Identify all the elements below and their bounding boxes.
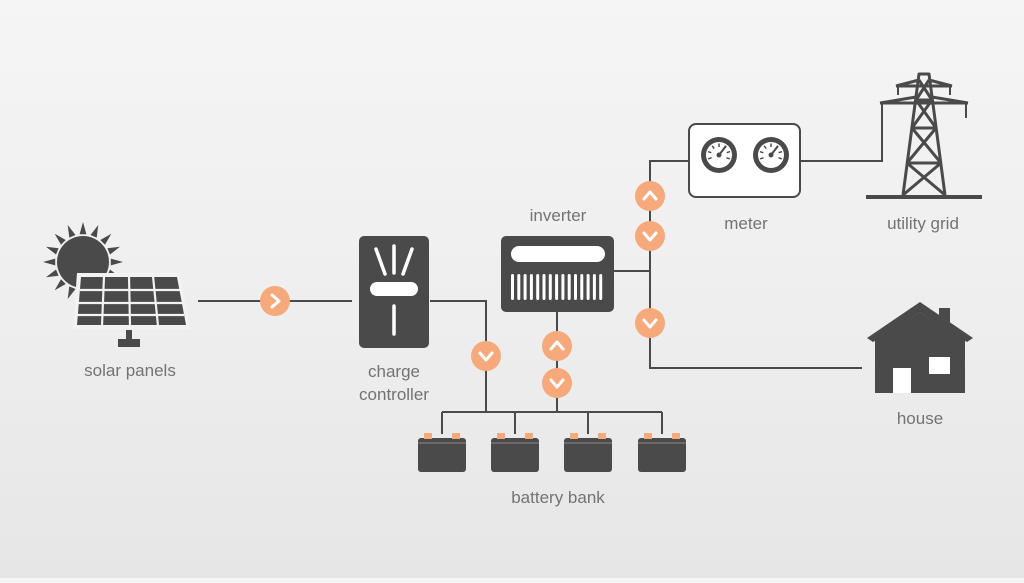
flow-arrow-battery-to-inverter-icon [542,331,572,361]
flow-arrow-inverter-to-battery-icon [542,368,572,398]
battery-bank [418,433,686,472]
house-icon [867,302,973,393]
solar-panel-icon [73,273,190,347]
label-house: house [896,409,944,428]
battery-icon [418,433,466,472]
flow-arrow-to-meter-icon [635,181,665,211]
inverter-icon [501,236,614,312]
label-inverter: inverter [529,206,587,225]
flow-arrow-to-house-icon [635,308,665,338]
power-tower-icon [866,72,982,199]
flow-arrow-from-meter-icon [635,221,665,251]
flow-arrow-solar-icon [260,286,290,316]
label-solar-panels: solar panels [84,361,176,380]
label-meter: meter [724,214,768,233]
wire-controller-to-battery [430,300,487,412]
gauge-left [701,137,737,173]
label-utility-grid: utility grid [887,214,959,233]
battery-icon [638,433,686,472]
wire-meter-to-grid [800,118,883,162]
battery-icon [491,433,539,472]
label-battery-bank: battery bank [511,488,605,507]
wire-inverter-to-meter [649,160,688,271]
flow-arrows [260,181,665,398]
gauge-right [753,137,789,173]
battery-icon [564,433,612,472]
charge-controller-icon [359,236,429,348]
flow-arrow-controller-to-battery-icon [471,341,501,371]
meter-icon [688,123,801,198]
label-controller: controller [359,385,429,404]
label-charge: charge [368,362,420,381]
